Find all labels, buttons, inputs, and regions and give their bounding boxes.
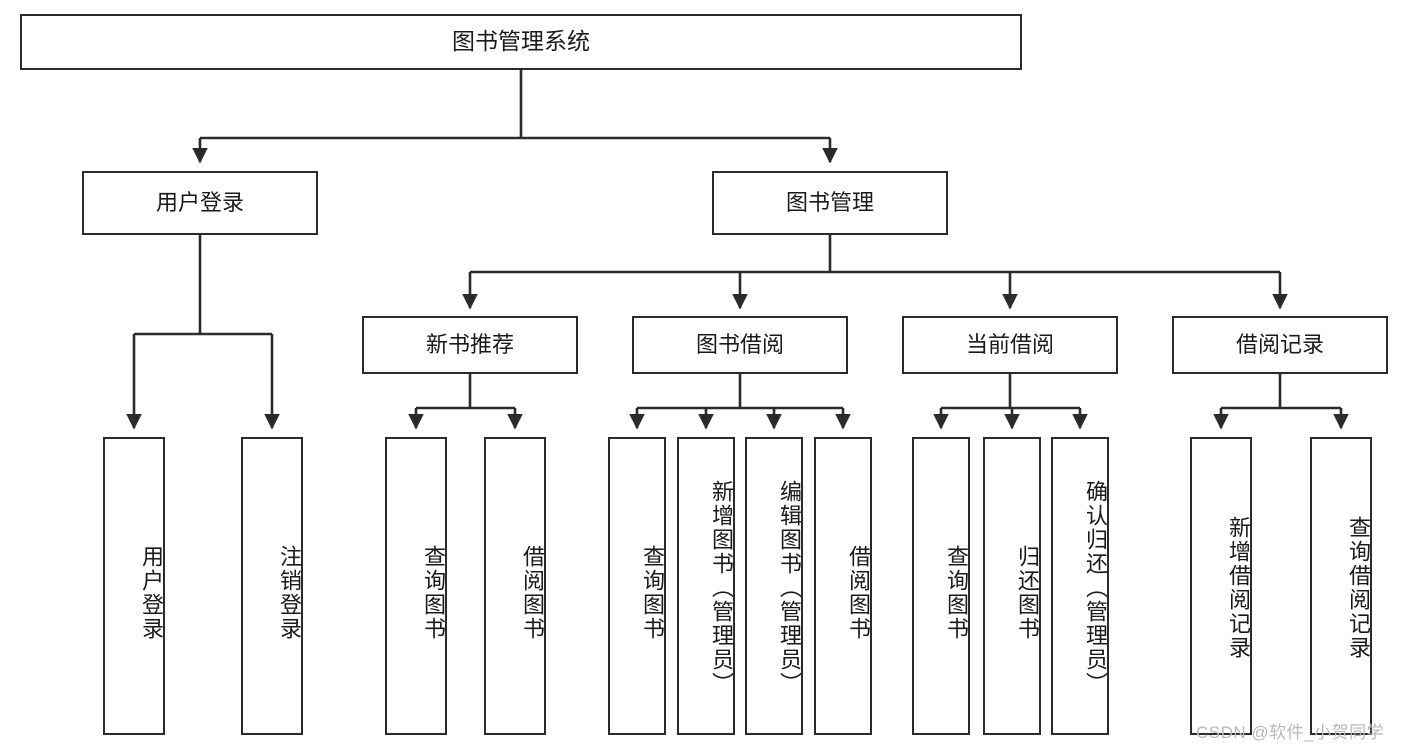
node-borrow-records[interactable]: 借阅记录 <box>1172 316 1388 374</box>
leaf-add-borrow-record-label: 新增借阅记录 <box>1226 516 1251 660</box>
leaf-return-book[interactable]: 归还图书 <box>983 437 1041 735</box>
node-root[interactable]: 图书管理系统 <box>20 14 1022 70</box>
leaf-confirm-return-admin[interactable]: 确认归还（管理员） <box>1051 437 1109 735</box>
node-current-borrow-label: 当前借阅 <box>965 331 1054 357</box>
node-user-login[interactable]: 用户登录 <box>82 171 318 235</box>
node-borrow-records-label: 借阅记录 <box>1235 331 1324 357</box>
leaf-add-book-admin-label: 新增图书（管理员） <box>709 480 734 696</box>
leaf-logout-label: 注销登录 <box>277 545 302 641</box>
leaf-add-book-admin[interactable]: 新增图书（管理员） <box>677 437 735 735</box>
leaf-user-login-label: 用户登录 <box>139 545 164 641</box>
node-current-borrow[interactable]: 当前借阅 <box>902 316 1118 374</box>
leaf-borrow-book-label: 借阅图书 <box>846 545 871 641</box>
node-book-management[interactable]: 图书管理 <box>712 171 948 235</box>
node-root-label: 图书管理系统 <box>452 28 590 55</box>
leaf-edit-book-admin[interactable]: 编辑图书（管理员） <box>745 437 803 735</box>
node-user-login-label: 用户登录 <box>155 189 244 215</box>
leaf-user-login[interactable]: 用户登录 <box>103 437 165 735</box>
leaf-query-book-borrow-label: 查询图书 <box>640 545 665 641</box>
node-book-borrow-label: 图书借阅 <box>695 331 784 357</box>
leaf-logout[interactable]: 注销登录 <box>241 437 303 735</box>
node-new-book-recommend-label: 新书推荐 <box>425 331 514 357</box>
leaf-return-book-label: 归还图书 <box>1015 545 1040 641</box>
leaf-query-book-newbooks-label: 查询图书 <box>421 545 446 641</box>
leaf-borrow-book[interactable]: 借阅图书 <box>814 437 872 735</box>
leaf-query-book-borrow[interactable]: 查询图书 <box>608 437 666 735</box>
node-book-management-label: 图书管理 <box>785 189 874 215</box>
leaf-query-borrow-record[interactable]: 查询借阅记录 <box>1310 437 1372 735</box>
leaf-query-borrow-record-label: 查询借阅记录 <box>1346 516 1371 660</box>
node-book-borrow[interactable]: 图书借阅 <box>632 316 848 374</box>
leaf-edit-book-admin-label: 编辑图书（管理员） <box>777 480 802 696</box>
leaf-borrow-book-newbooks-label: 借阅图书 <box>520 545 545 641</box>
leaf-confirm-return-admin-label: 确认归还（管理员） <box>1083 480 1108 696</box>
leaf-add-borrow-record[interactable]: 新增借阅记录 <box>1190 437 1252 735</box>
leaf-query-book-current[interactable]: 查询图书 <box>912 437 970 735</box>
csdn-watermark: CSDN @软件_小贺同学 <box>1196 723 1385 742</box>
leaf-borrow-book-newbooks[interactable]: 借阅图书 <box>484 437 546 735</box>
node-new-book-recommend[interactable]: 新书推荐 <box>362 316 578 374</box>
leaf-query-book-newbooks[interactable]: 查询图书 <box>385 437 447 735</box>
leaf-query-book-current-label: 查询图书 <box>944 545 969 641</box>
